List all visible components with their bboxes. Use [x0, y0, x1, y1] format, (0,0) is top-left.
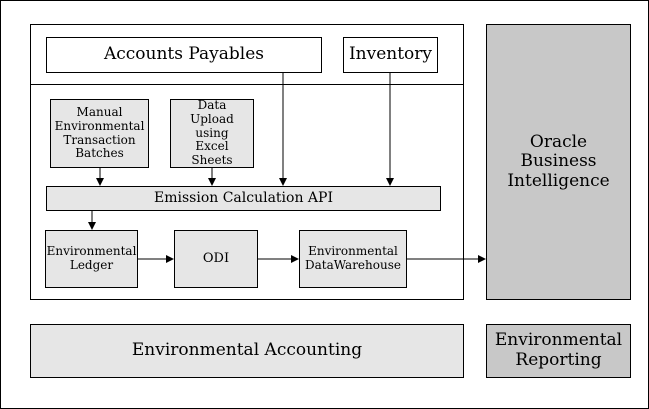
- environmental-ledger-box: Environmental Ledger: [45, 230, 138, 288]
- environmental-accounting-box: Environmental Accounting: [30, 324, 464, 378]
- odi-box: ODI: [174, 230, 258, 288]
- manual-batches-box: Manual Environmental Transaction Batches: [50, 99, 149, 168]
- source-divider-line: [30, 84, 464, 85]
- manual-batches-label: Manual Environmental Transaction Batches: [54, 104, 145, 161]
- environmental-reporting-box: Environmental Reporting: [486, 324, 631, 378]
- accounts-payables-label: Accounts Payables: [103, 44, 265, 65]
- environmental-accounting-label: Environmental Accounting: [131, 340, 363, 361]
- emission-api-label: Emission Calculation API: [154, 190, 333, 207]
- data-upload-box: Data Upload using Excel Sheets: [170, 98, 254, 168]
- emission-calculation-api-box: Emission Calculation API: [46, 186, 441, 211]
- accounts-payables-box: Accounts Payables: [46, 37, 322, 73]
- inventory-box: Inventory: [343, 37, 438, 73]
- datawarehouse-label: Environmental DataWarehouse: [305, 244, 401, 272]
- data-upload-label: Data Upload using Excel Sheets: [190, 98, 234, 168]
- inventory-label: Inventory: [348, 44, 433, 65]
- oracle-bi-label: Oracle Business Intelligence: [507, 131, 610, 191]
- environmental-datawarehouse-box: Environmental DataWarehouse: [299, 230, 407, 288]
- oracle-business-intelligence-box: Oracle Business Intelligence: [486, 24, 631, 300]
- odi-label: ODI: [202, 250, 230, 266]
- environmental-ledger-label: Environmental Ledger: [46, 244, 137, 272]
- environmental-reporting-label: Environmental Reporting: [494, 330, 623, 370]
